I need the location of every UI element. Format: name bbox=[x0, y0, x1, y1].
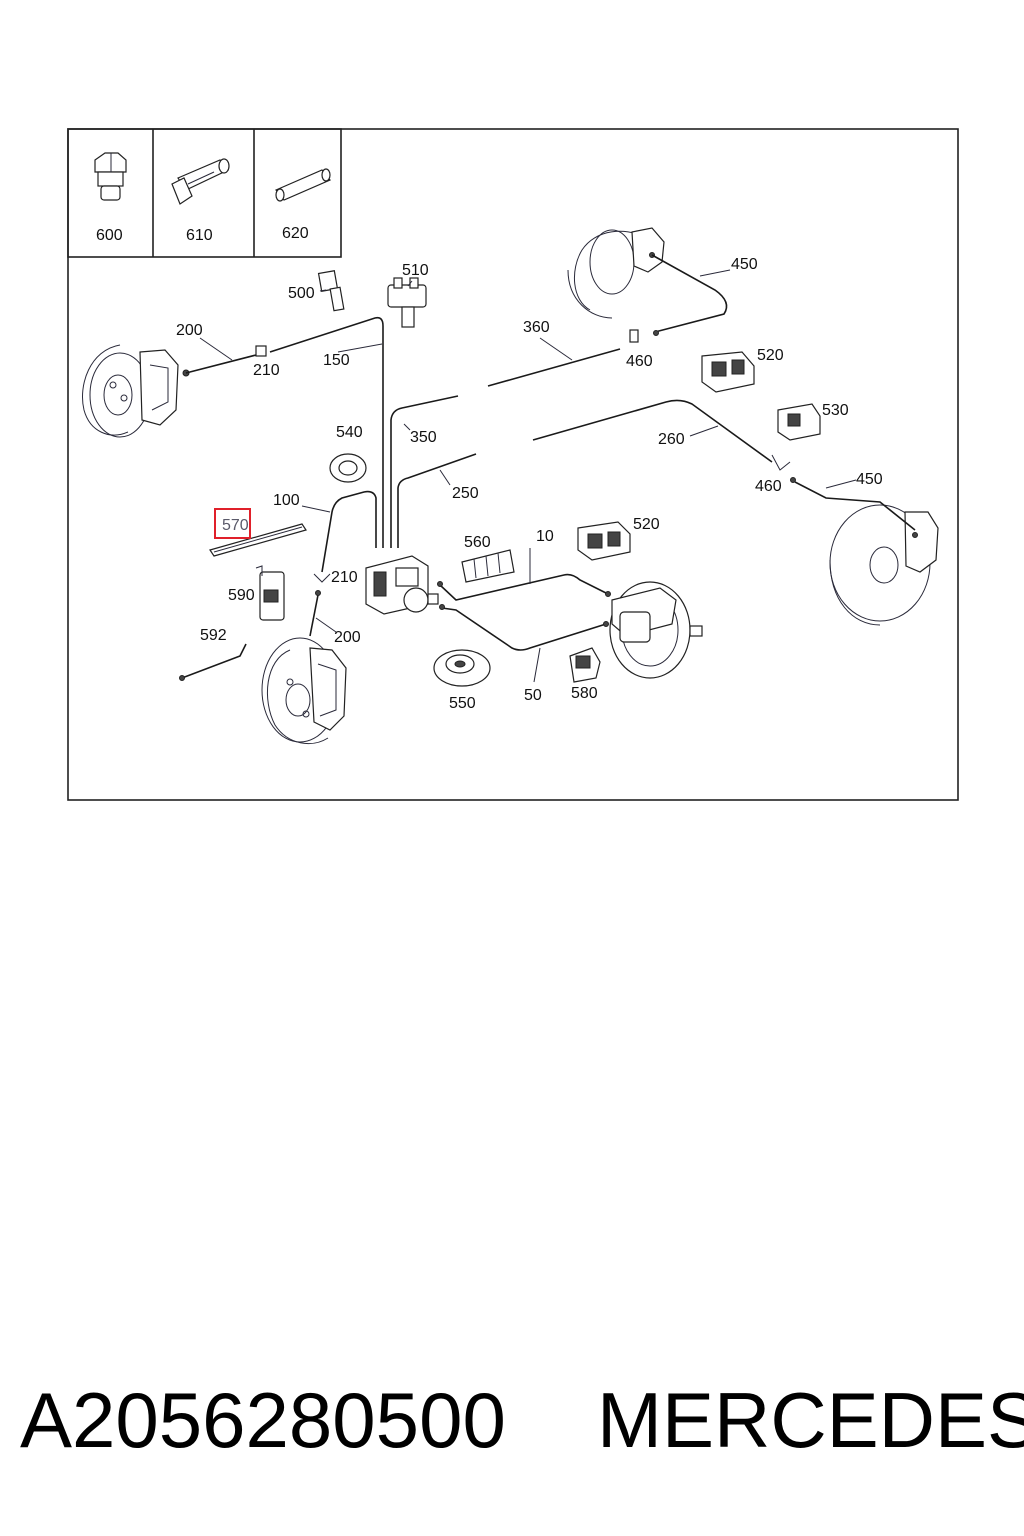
legend-label-610: 610 bbox=[186, 227, 213, 244]
callout-540: 540 bbox=[336, 424, 363, 441]
bleeder-bolt-part bbox=[317, 270, 345, 312]
callout-460-right: 460 bbox=[755, 478, 782, 495]
callout-450-right: 450 bbox=[856, 471, 883, 488]
legend-label-600: 600 bbox=[96, 227, 123, 244]
callout-450-top: 450 bbox=[731, 256, 758, 273]
callout-550: 550 bbox=[449, 695, 476, 712]
brake-disc-front-left bbox=[82, 344, 190, 438]
caption-bar: A2056280500 MERCEDES bbox=[0, 1370, 1024, 1480]
brake-booster-master-cylinder bbox=[609, 581, 703, 679]
callout-520-top: 520 bbox=[757, 347, 784, 364]
callout-labels: 500 510 200 210 150 360 460 450 520 530 … bbox=[176, 256, 883, 712]
callout-510: 510 bbox=[402, 262, 429, 279]
callout-530: 530 bbox=[822, 402, 849, 419]
callout-350: 350 bbox=[410, 429, 437, 446]
callout-200-top: 200 bbox=[176, 322, 203, 339]
callout-200-bottom: 200 bbox=[334, 629, 361, 646]
callout-260: 260 bbox=[658, 431, 685, 448]
bracket-part-bottom bbox=[577, 521, 631, 561]
line-connectors bbox=[179, 329, 796, 681]
grommet-part bbox=[329, 453, 367, 483]
bracket-part-top bbox=[701, 351, 755, 393]
callout-592: 592 bbox=[200, 627, 227, 644]
pin-icon bbox=[275, 168, 331, 202]
valve-block-part bbox=[387, 277, 427, 328]
line-clip-part bbox=[461, 549, 515, 583]
callout-100: 100 bbox=[273, 492, 300, 509]
brake-disc-rear-top bbox=[567, 227, 665, 319]
sensor-part bbox=[255, 565, 285, 621]
legend-label-620: 620 bbox=[282, 225, 309, 242]
callout-10: 10 bbox=[536, 528, 554, 545]
callout-580: 580 bbox=[571, 685, 598, 702]
callout-250: 250 bbox=[452, 485, 479, 502]
clip-strip-part bbox=[209, 523, 307, 557]
small-bracket-part bbox=[569, 647, 601, 683]
callout-210-top: 210 bbox=[253, 362, 280, 379]
sleeve-nut-icon bbox=[171, 158, 230, 205]
callout-570-highlight bbox=[214, 508, 251, 539]
nut-icon bbox=[94, 152, 127, 201]
callout-570: 570 bbox=[222, 517, 249, 534]
callout-560: 560 bbox=[464, 534, 491, 551]
legend-panel: 600 610 620 bbox=[67, 128, 342, 258]
callout-50: 50 bbox=[524, 687, 542, 704]
diagram-frame bbox=[67, 128, 959, 801]
mount-pad-part bbox=[433, 649, 491, 687]
brake-lines bbox=[181, 254, 916, 679]
callout-210-bottom: 210 bbox=[331, 569, 358, 586]
callout-360: 360 bbox=[523, 319, 550, 336]
brake-disc-rear-right bbox=[829, 504, 939, 626]
callout-460-top: 460 bbox=[626, 353, 653, 370]
bracket-part-530 bbox=[777, 403, 821, 441]
abs-hydraulic-unit bbox=[365, 555, 439, 615]
callout-150: 150 bbox=[323, 352, 350, 369]
leader-lines bbox=[199, 269, 857, 683]
brake-line-diagram: 600 610 620 bbox=[67, 128, 959, 801]
callout-520-bottom: 520 bbox=[633, 516, 660, 533]
callout-590: 590 bbox=[228, 587, 255, 604]
brake-disc-front-right bbox=[261, 637, 347, 745]
callout-500: 500 bbox=[288, 285, 315, 302]
brand-name: MERCEDES bbox=[597, 1376, 1024, 1464]
part-number: A2056280500 bbox=[20, 1376, 506, 1464]
